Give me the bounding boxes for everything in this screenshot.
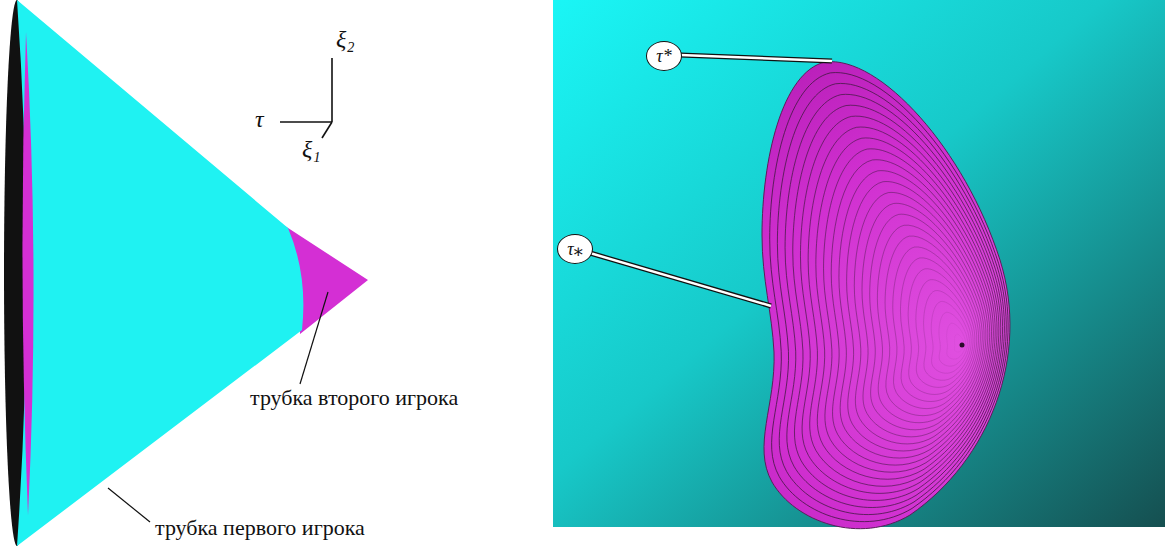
axis-line bbox=[322, 122, 332, 138]
contour-line bbox=[785, 94, 1004, 507]
callout-bubble: τ* bbox=[646, 41, 682, 71]
axis-line bbox=[280, 121, 332, 123]
contour-line bbox=[862, 203, 986, 437]
axis-label: ξ₂ bbox=[336, 26, 355, 52]
contour-line bbox=[885, 236, 980, 416]
callout-bubble: τ⁎ bbox=[557, 234, 593, 264]
axis-label: τ bbox=[255, 106, 264, 132]
callout-text: τ* bbox=[656, 47, 671, 65]
contour-line bbox=[954, 334, 964, 352]
contour-line bbox=[908, 269, 975, 395]
contour-line bbox=[824, 149, 996, 472]
second-player-tube-section bbox=[762, 62, 1010, 529]
leader-line bbox=[108, 488, 150, 522]
contour-line bbox=[808, 127, 999, 486]
callout-text: τ⁎ bbox=[567, 240, 582, 258]
bubble-leaders bbox=[590, 55, 832, 306]
contour-line bbox=[924, 291, 972, 381]
contour-line bbox=[793, 105, 1003, 500]
leader-line bbox=[680, 55, 832, 61]
contour-line bbox=[870, 214, 984, 430]
first-player-tube bbox=[17, 0, 303, 546]
callout-label: трубка второго игрока bbox=[250, 386, 458, 410]
leader-line bbox=[300, 292, 328, 384]
section-outline bbox=[762, 62, 1010, 529]
contour-line bbox=[777, 83, 1006, 514]
contour-line bbox=[893, 247, 979, 409]
contour-line bbox=[931, 301, 969, 373]
contour-line bbox=[916, 280, 973, 388]
axis-line bbox=[331, 58, 333, 122]
contour-lines bbox=[770, 73, 1008, 522]
contour-line bbox=[831, 160, 993, 465]
axis-label: ξ₁ bbox=[302, 136, 321, 162]
contour-line bbox=[900, 258, 976, 402]
contour-line bbox=[770, 73, 1008, 522]
callout-label: трубка первого игрока bbox=[155, 516, 365, 540]
apex-point bbox=[960, 343, 965, 348]
leader-line bbox=[680, 55, 832, 61]
cone-figure bbox=[4, 0, 368, 546]
contour-line bbox=[947, 323, 966, 359]
leader-line bbox=[590, 253, 771, 306]
contour-line bbox=[939, 312, 968, 366]
contour-line bbox=[800, 116, 1000, 493]
leader-line bbox=[590, 253, 771, 306]
second-player-tube-base bbox=[22, 32, 33, 515]
